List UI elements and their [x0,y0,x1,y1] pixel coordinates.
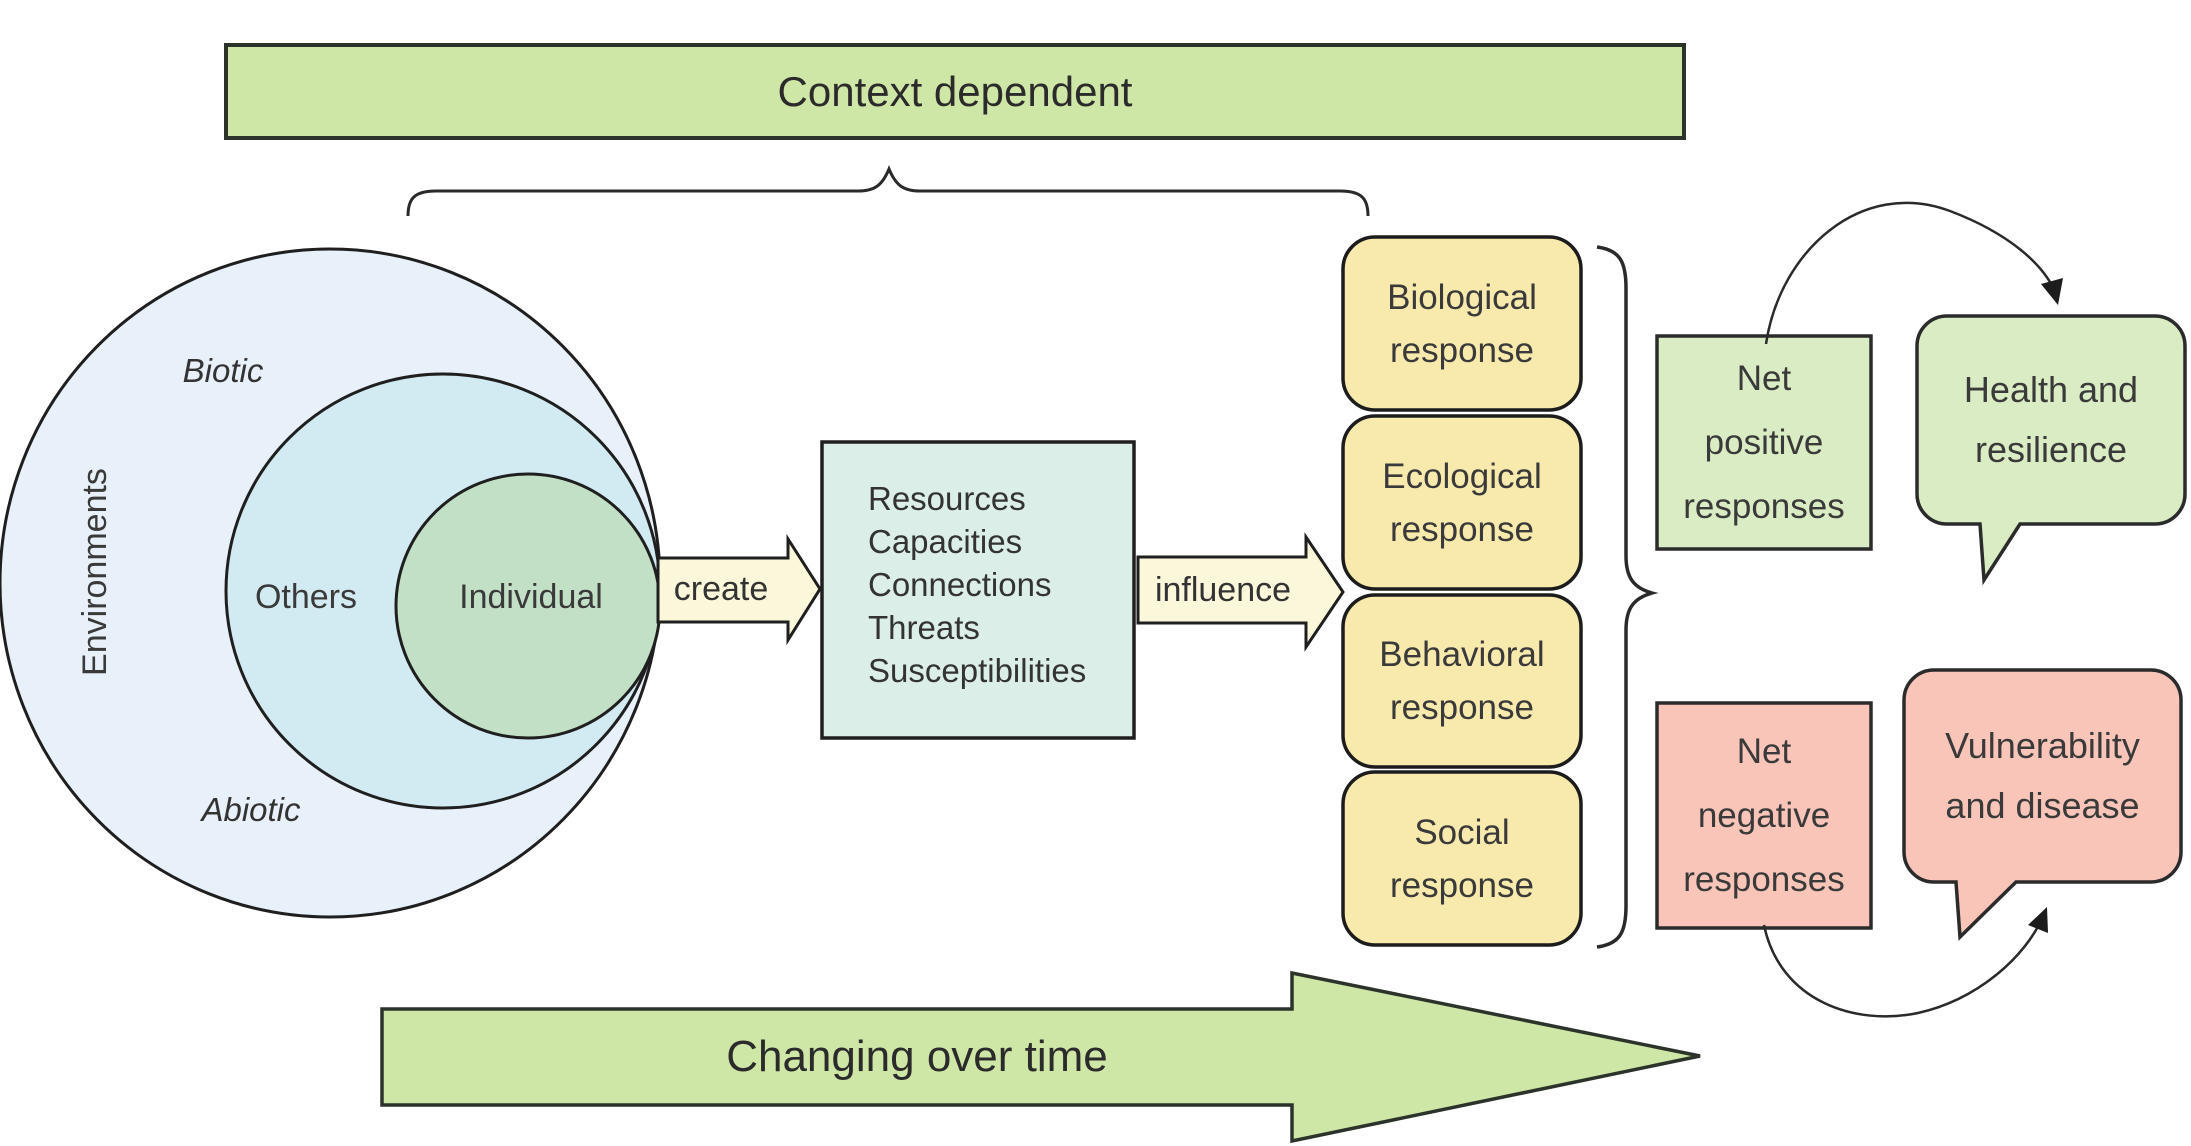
net-positive-line: Net [1736,358,1792,398]
timeline-arrow [380,970,1701,1144]
attributes-list: Resources Capacities Connections Threats… [868,477,1168,693]
vulnerability-line: and disease [1945,785,2140,826]
net-negative-line: negative [1697,795,1831,835]
vulnerability-label: Vulnerability and disease [1904,670,2181,882]
responses-brace [1596,245,1659,949]
attributes-line: Resources [868,479,1026,517]
health-label: Health and resilience [1917,316,2185,524]
individual-label: Individual [459,577,603,616]
response-box-social [1341,770,1583,947]
response-line: Ecological [1382,456,1542,496]
biotic-label: Biotic [182,352,264,389]
response-line: Behavioral [1379,635,1545,674]
attributes-box [820,440,1136,740]
net-negative-line: responses [1683,859,1845,899]
others-label: Others [254,577,358,616]
net-positive-box [1655,334,1873,551]
response-line: Social [1414,812,1510,852]
vulnerability-bubble [1902,668,2183,941]
response-label-biological: Biological response [1343,237,1581,410]
context-banner [224,43,1686,140]
response-box-ecological [1341,414,1583,591]
net-positive-label: Net positive responses [1657,336,1871,549]
net-negative-label: Net negative responses [1657,703,1871,928]
net-positive-line: positive [1704,422,1824,462]
vulnerability-line: Vulnerability [1945,725,2140,766]
health-bubble [1915,314,2187,586]
net-negative-line: Net [1736,731,1792,771]
attributes-line: Connections [868,565,1052,603]
environments-label: Environments [75,468,114,676]
timeline-label: Changing over time [726,1032,1108,1081]
response-line: response [1390,330,1534,370]
context-overbrace [406,165,1370,217]
positive-loop-arrow [1764,201,2058,345]
response-label-social: Social response [1343,772,1581,945]
abiotic-label: Abiotic [201,791,301,828]
attributes-line: Threats [868,608,980,646]
create-arrow [656,533,822,646]
response-label-ecological: Ecological response [1343,416,1581,589]
positive-loop-arrowhead [2041,278,2063,305]
response-line: response [1390,688,1534,727]
context-banner-label: Context dependent [777,67,1133,115]
negative-loop-arrowhead [2028,907,2048,933]
response-line: response [1390,509,1534,549]
response-line: response [1390,865,1534,905]
create-label: create [673,569,769,608]
influence-arrow [1136,532,1345,652]
net-positive-line: responses [1683,486,1845,526]
health-line: resilience [1974,429,2128,470]
response-box-behavioral [1341,593,1583,769]
health-line: Health and [1963,369,2139,410]
response-box-biological [1341,235,1583,412]
attributes-line: Capacities [868,522,1023,560]
attributes-line: Susceptibilities [868,651,1087,689]
response-line: Biological [1387,277,1537,317]
negative-loop-arrow [1762,913,2046,1018]
response-label-behavioral: Behavioral response [1343,595,1581,767]
influence-label: influence [1154,570,1292,609]
